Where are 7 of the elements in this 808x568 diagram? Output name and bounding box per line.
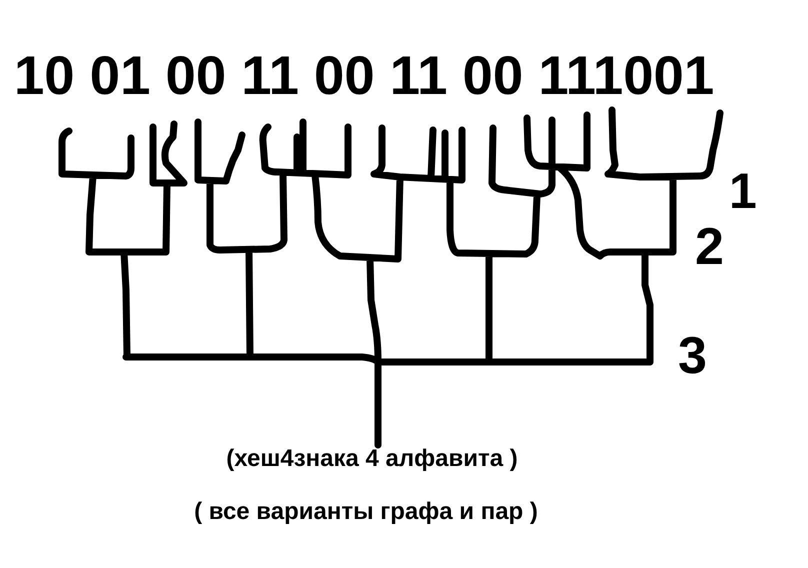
level-number: 3 (678, 330, 707, 382)
note-text: (хеш4знака 4 алфавита ) (226, 445, 518, 474)
bit-string: 10 01 00 11 00 11 00 111001 (14, 42, 714, 110)
note-text: ( все варианты графа и пар ) (194, 498, 538, 527)
tree-connector (58, 106, 724, 448)
level-number: 1 (729, 166, 757, 216)
level-number: 2 (695, 221, 724, 273)
